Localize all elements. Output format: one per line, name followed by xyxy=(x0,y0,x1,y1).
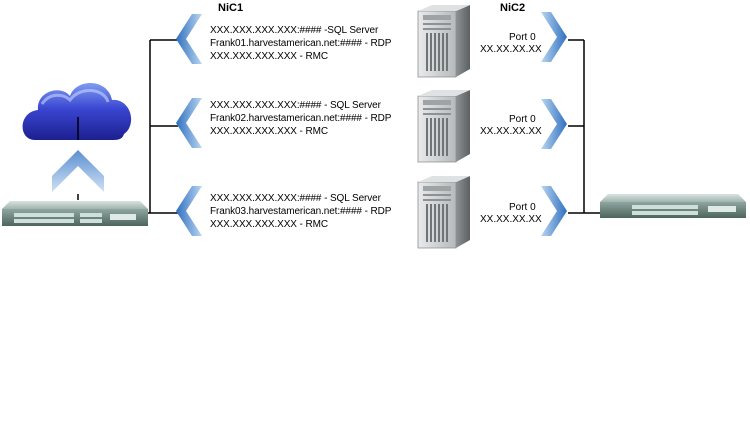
server-1-port-label: Port 0 xyxy=(509,32,536,43)
server-2-port-ip: XX.XX.XX.XX xyxy=(480,126,542,137)
chevron-left-icon xyxy=(176,98,202,148)
server-tower-icon xyxy=(417,89,471,163)
server-3-sql-label: XXX.XXX.XXX.XXX:#### - SQL Server xyxy=(210,193,381,204)
nic2-header: NiC2 xyxy=(500,2,526,14)
server-tower-icon xyxy=(417,4,471,78)
chevron-left-icon xyxy=(176,186,202,236)
server-3-rmc-label: XXX.XXX.XXX.XXX - RMC xyxy=(210,219,328,230)
server-3-port-ip: XX.XX.XX.XX xyxy=(480,214,542,225)
server-2-sql-label: XXX.XXX.XXX.XXX:#### - SQL Server xyxy=(210,100,381,111)
server-1-rdp-label: Frank01.harvestamerican.net:#### - RDP xyxy=(210,38,392,49)
server-3-port-label: Port 0 xyxy=(509,202,536,213)
chevron-right-icon xyxy=(541,99,567,149)
chevron-left-icon xyxy=(176,14,202,64)
chevron-right-icon xyxy=(541,12,567,62)
server-2-port-label: Port 0 xyxy=(509,114,536,125)
nic1-header: NiC1 xyxy=(218,2,244,14)
cloud-icon xyxy=(22,82,132,140)
server-1-port-ip: XX.XX.XX.XX xyxy=(480,44,542,55)
server-2-rdp-label: Frank02.harvestamerican.net:#### - RDP xyxy=(210,113,392,124)
server-1-sql-label: XXX.XXX.XXX.XXX:#### -SQL Server xyxy=(210,25,379,36)
up-arrow-icon xyxy=(52,150,104,192)
server-3-rdp-label: Frank03.harvestamerican.net:#### - RDP xyxy=(210,206,392,217)
network-switch-icon xyxy=(600,194,746,218)
connection-lines xyxy=(77,39,603,214)
server-2-rmc-label: XXX.XXX.XXX.XXX - RMC xyxy=(210,126,328,137)
chevron-right-icon xyxy=(541,186,567,236)
network-switch-icon xyxy=(2,201,148,226)
server-tower-icon xyxy=(417,175,471,249)
server-1-rmc-label: XXX.XXX.XXX.XXX - RMC xyxy=(210,51,328,62)
